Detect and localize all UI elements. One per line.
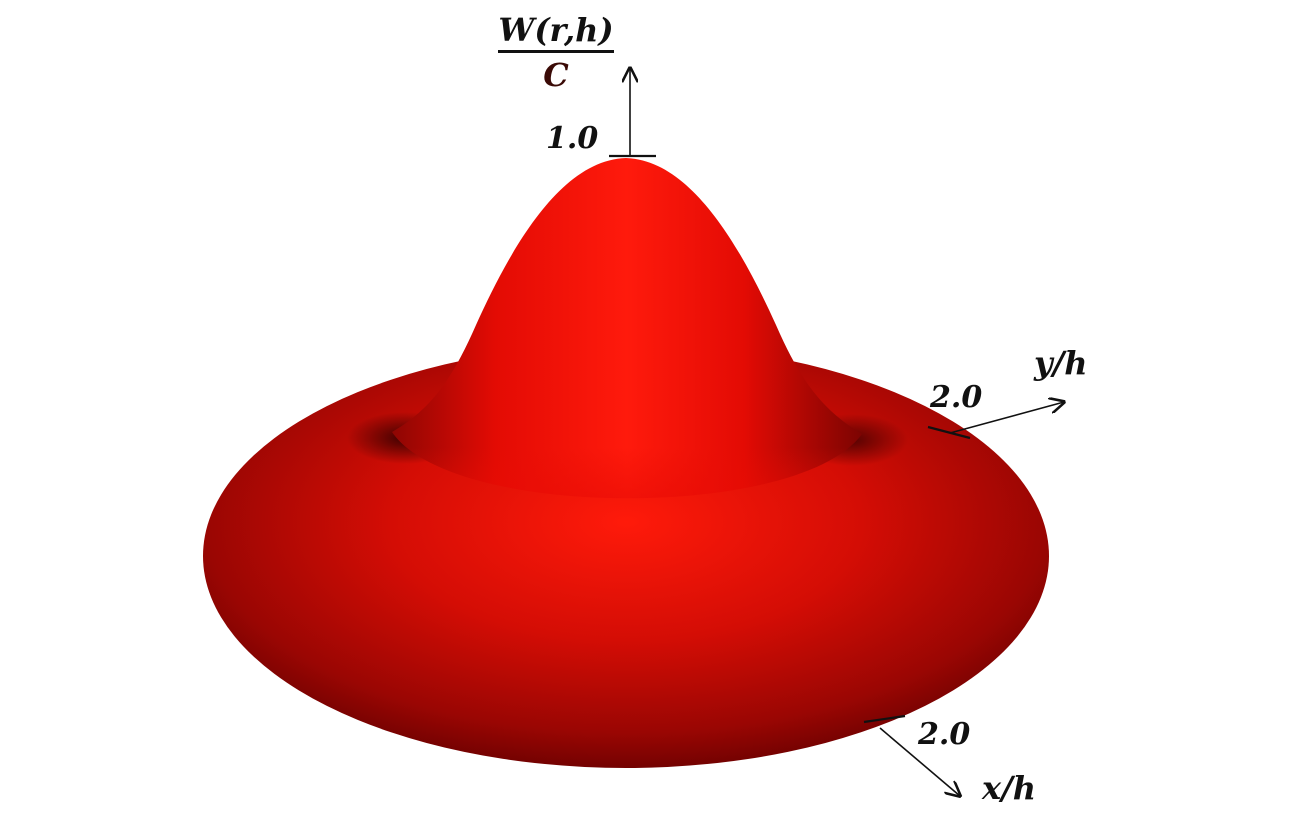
surface-peak-blend	[392, 158, 862, 499]
y-axis-tick-label: 2.0	[930, 380, 983, 415]
y-axis-arrow	[949, 402, 1064, 434]
y-axis-tick-mark	[927, 425, 971, 440]
x-axis-tick-label: 2.0	[918, 717, 971, 752]
y-axis-label: y/h	[1034, 344, 1088, 382]
x-axis-label: x/h	[982, 769, 1037, 807]
z-axis-label-denominator: C	[543, 56, 569, 94]
x-axis-tick-mark	[863, 714, 906, 724]
z-axis-label-numerator: W(r,h)	[498, 14, 614, 53]
z-axis-label: W(r,h) C	[498, 14, 614, 91]
z-axis-tick-label: 1.0	[546, 121, 599, 156]
x-axis-arrow	[879, 727, 960, 796]
